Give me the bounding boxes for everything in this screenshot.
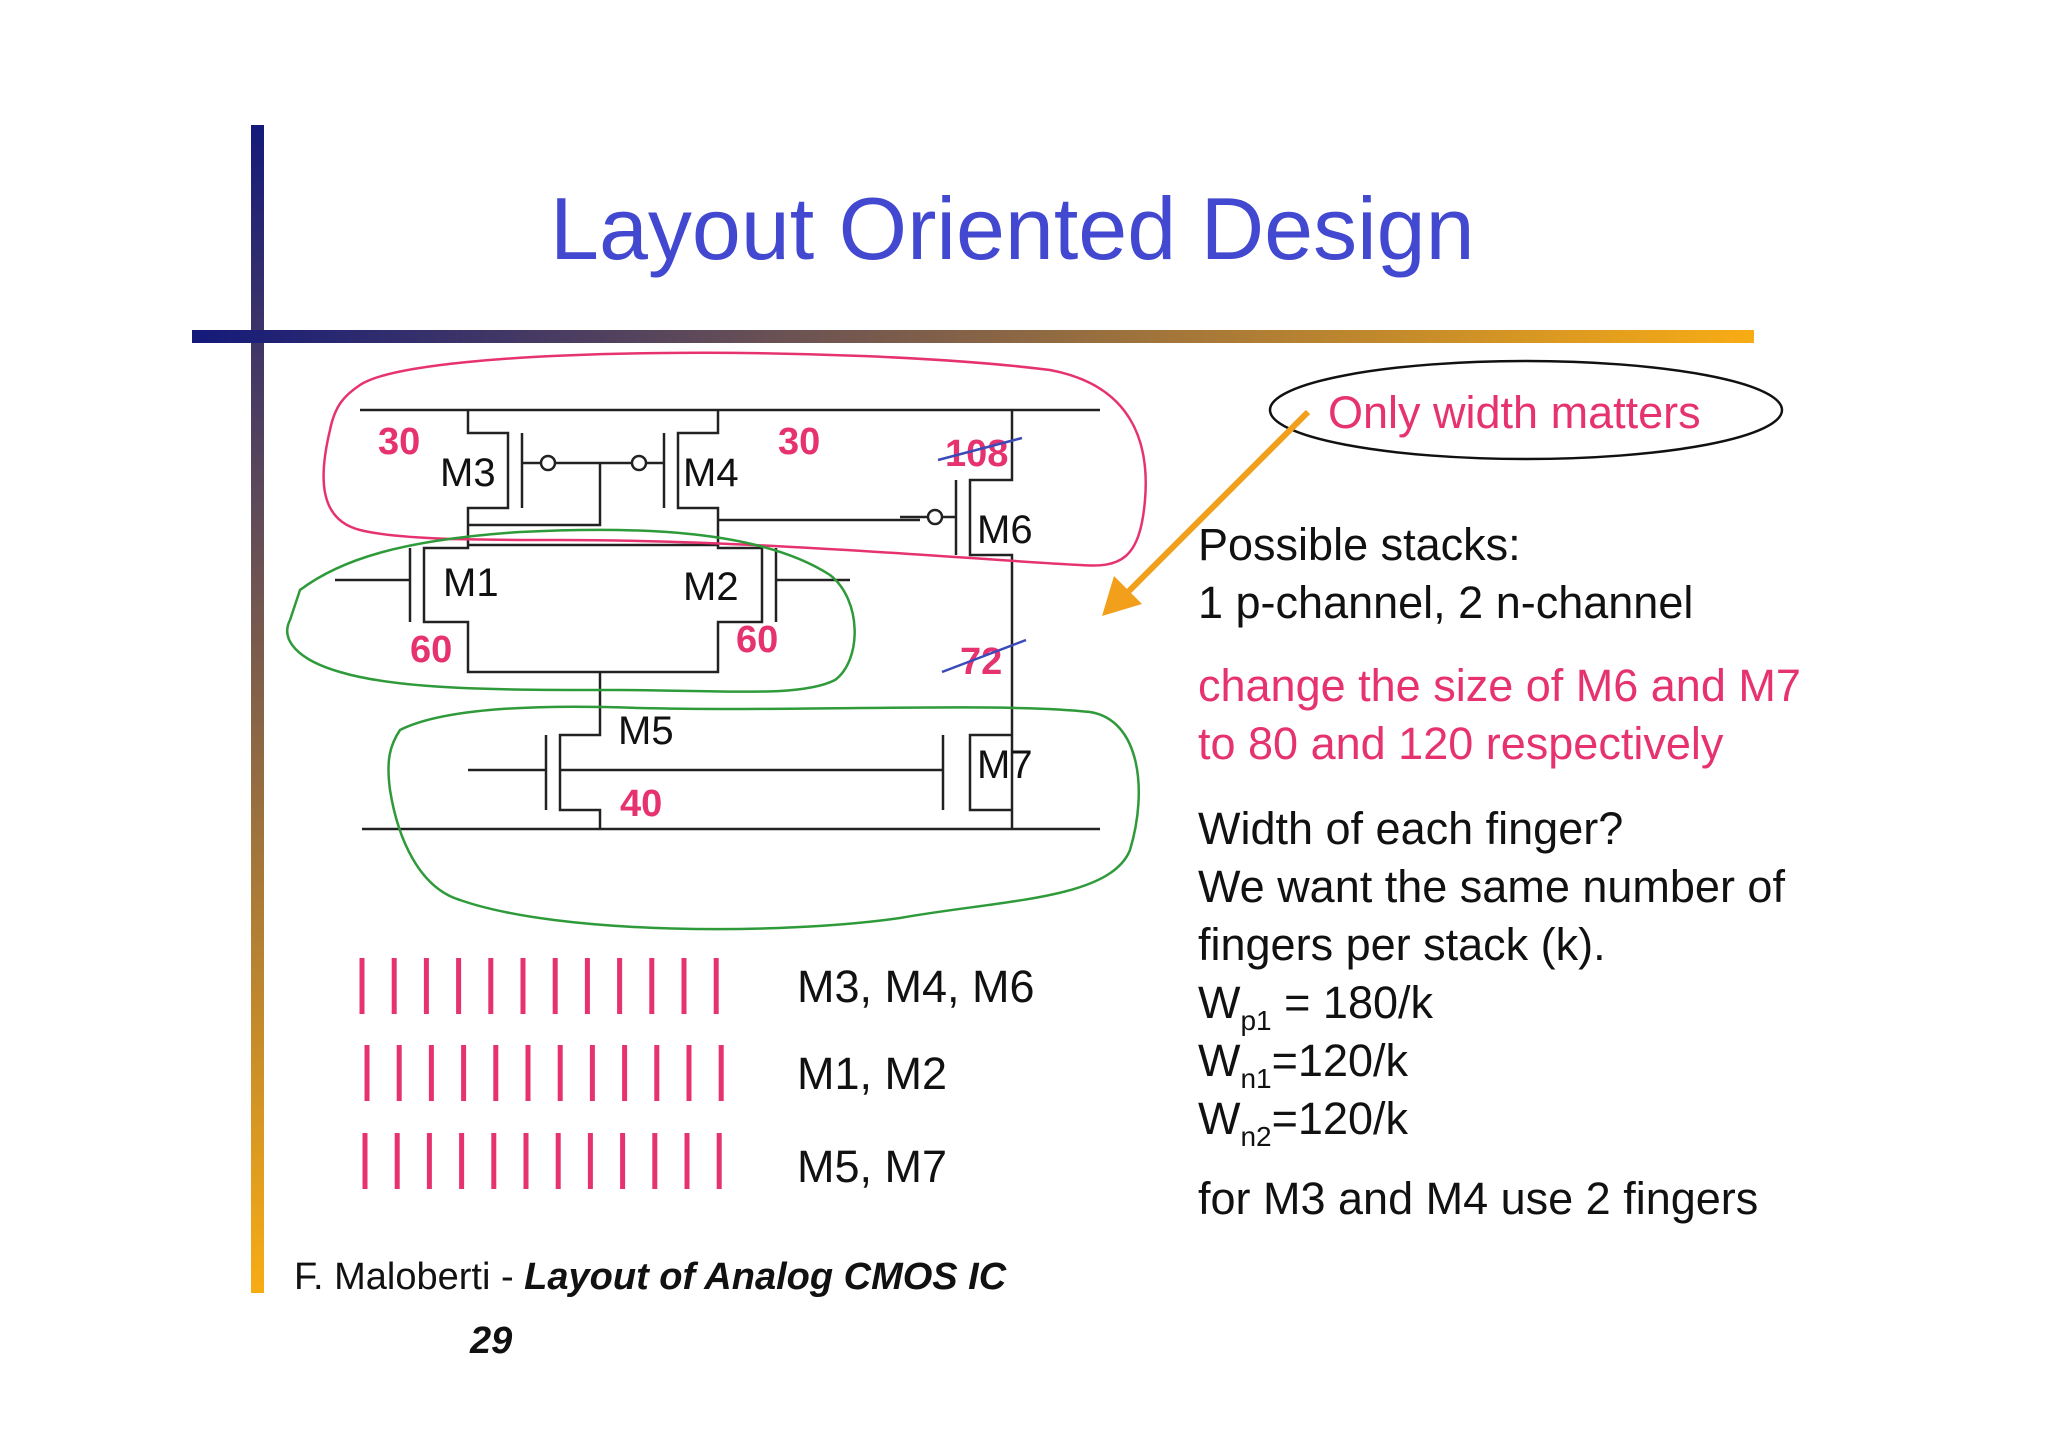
m6-body — [968, 410, 1014, 829]
footer-book-title: Layout of Analog CMOS IC — [524, 1256, 1007, 1298]
m5-label: M5 — [618, 709, 674, 753]
callout-arrow-head — [1102, 576, 1142, 616]
m2-body — [600, 545, 764, 674]
want-line1: We want the same number of — [1198, 861, 1785, 912]
m6-size: 108 — [945, 433, 1008, 475]
finger-row-label: M5, M7 — [797, 1141, 948, 1192]
m7-size-strike — [941, 638, 1027, 674]
nmos-pair-group-outline — [286, 528, 856, 694]
m3-label: M3 — [440, 451, 496, 495]
finger-rows — [359, 958, 724, 1189]
wn1-formula: Wn1=120/k — [1198, 1035, 1409, 1094]
callout-text: Only width matters — [1328, 387, 1701, 438]
wp1-formula: Wp1 = 180/k — [1198, 977, 1434, 1036]
want-line2: fingers per stack (k). — [1198, 919, 1606, 970]
finger-question: Width of each finger? — [1198, 803, 1624, 854]
stacks-line1: Possible stacks: — [1198, 519, 1521, 570]
m5-size: 40 — [620, 783, 662, 825]
m3-size: 30 — [378, 421, 420, 463]
page-number: 29 — [470, 1320, 513, 1362]
m6-label: M6 — [977, 508, 1033, 552]
m7-label: M7 — [977, 743, 1033, 787]
fingers-note: for M3 and M4 use 2 fingers — [1198, 1173, 1759, 1224]
m2-size: 60 — [736, 619, 778, 661]
finger-row-label: M3, M4, M6 — [797, 961, 1035, 1012]
callout-arrow-shaft — [1119, 409, 1311, 601]
m4-label: M4 — [683, 451, 739, 495]
change-line1: change the size of M6 and M7 — [1198, 660, 1801, 711]
m7-body — [968, 733, 1012, 812]
horizontal-accent-bar — [192, 330, 1754, 343]
nmos-tail-group-outline — [387, 705, 1140, 931]
m1-size: 60 — [410, 629, 452, 671]
pmos-group-outline — [322, 351, 1147, 567]
m5-body — [558, 672, 602, 829]
finger-row-label: M1, M2 — [797, 1048, 948, 1099]
stacks-line2: 1 p-channel, 2 n-channel — [1198, 577, 1694, 628]
footer-author: F. Maloberti - — [294, 1256, 525, 1298]
vertical-accent-bar — [251, 125, 264, 1293]
footer-citation: F. Maloberti - Layout of Analog CMOS IC — [294, 1256, 1006, 1299]
wn2-formula: Wn2=120/k — [1198, 1093, 1409, 1152]
m2-label: M2 — [683, 565, 739, 609]
m1-label: M1 — [443, 561, 499, 605]
slide-title: Layout Oriented Design — [550, 179, 1475, 278]
change-line2: to 80 and 120 respectively — [1198, 718, 1724, 769]
m6-size-strike — [937, 436, 1023, 462]
m1-body — [422, 545, 600, 674]
callout-ellipse — [1268, 359, 1784, 461]
m4-body — [676, 410, 720, 545]
m3-body — [466, 410, 510, 545]
m4-size: 30 — [778, 421, 820, 463]
